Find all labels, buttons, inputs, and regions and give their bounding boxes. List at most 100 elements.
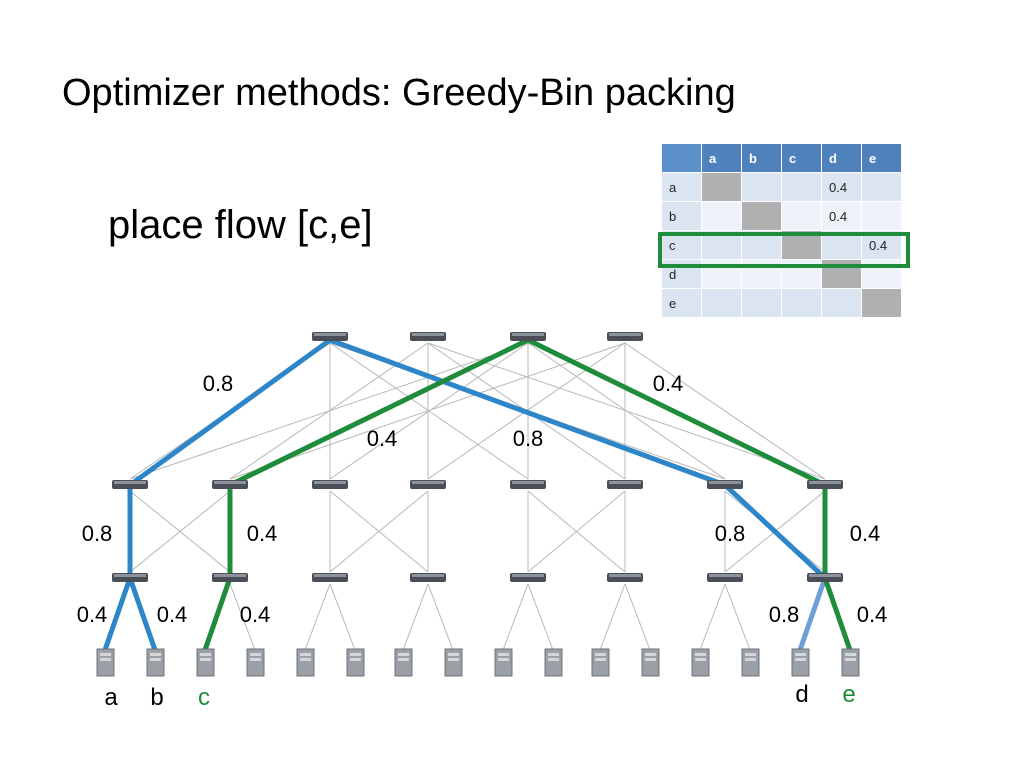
edge-host-link [724, 583, 751, 651]
link-load-label: 0.4 [850, 521, 881, 546]
server-icon-bay [745, 653, 756, 656]
core-agg-link [427, 342, 826, 480]
matrix-cell [861, 288, 902, 318]
matrix-row: e [661, 288, 902, 318]
server-icon-bay [448, 653, 459, 656]
matrix-cell [821, 288, 862, 318]
agg-edge-link [329, 490, 429, 573]
host-label: d [795, 681, 808, 708]
matrix-cell: 0.4 [821, 201, 862, 231]
matrix-col-header: b [741, 143, 782, 173]
matrix-col-header: c [781, 143, 822, 173]
edge-host-link [329, 583, 356, 651]
edge-host-link [624, 583, 651, 651]
matrix-cell [701, 288, 742, 318]
aggregation-switch-top [412, 481, 444, 484]
edge-host-link [229, 583, 256, 651]
server-icon-bay [150, 653, 161, 656]
edge-host-link [502, 583, 529, 651]
core-switch-top [412, 333, 444, 336]
matrix-cell [741, 288, 782, 318]
agg-edge-link [129, 490, 231, 573]
server-icon-bay [745, 658, 756, 661]
matrix-cell [741, 201, 782, 231]
subtitle: place flow [c,e] [108, 203, 373, 247]
matrix-cell [781, 201, 822, 231]
link-load-label: 0.8 [769, 602, 800, 627]
server-icon-bay [398, 658, 409, 661]
matrix-row-header: a [661, 172, 702, 202]
matrix-cell [701, 201, 742, 231]
host-label: b [150, 684, 163, 711]
edge-host-link [599, 583, 626, 651]
matrix-col-header: a [701, 143, 742, 173]
host-label: c [198, 684, 210, 711]
server-icon-bay [498, 653, 509, 656]
server-icon-bay [695, 658, 706, 661]
highlighted-row-box [658, 232, 910, 268]
server-icon-bay [200, 658, 211, 661]
matrix-cell [741, 172, 782, 202]
link-load-label: 0.4 [157, 602, 188, 627]
server-icon-bay [795, 653, 806, 656]
edge-switch-top [214, 574, 246, 577]
matrix-cell [861, 201, 902, 231]
server-icon-bay [645, 653, 656, 656]
link-load-label: 0.8 [203, 371, 234, 396]
core-switch-top [609, 333, 641, 336]
server-icon-bay [448, 658, 459, 661]
edge-switch-top [512, 574, 544, 577]
edge-switch-top [709, 574, 741, 577]
core-agg-link [624, 342, 826, 480]
server-icon-bay [100, 658, 111, 661]
link-load-label: 0.4 [653, 371, 684, 396]
link-load-label: 0.4 [77, 602, 108, 627]
edge-switch-top [114, 574, 146, 577]
server-icon-bay [250, 653, 261, 656]
server-icon-bay [548, 653, 559, 656]
server-icon-bay [150, 658, 161, 661]
slide-title: Optimizer methods: Greedy-Bin packing [62, 72, 736, 114]
agg-edge-link [527, 490, 626, 573]
server-icon-bay [350, 653, 361, 656]
aggregation-switch-top [214, 481, 246, 484]
aggregation-switch-top [512, 481, 544, 484]
matrix-row-header: b [661, 201, 702, 231]
server-icon-bay [300, 653, 311, 656]
edge-host-link [527, 583, 554, 651]
edge-host-link [304, 583, 331, 651]
light-blue-flow-path [797, 577, 828, 651]
matrix-col-header: d [821, 143, 862, 173]
aggregation-switch-top [609, 481, 641, 484]
matrix-row: a 0.4 [661, 172, 902, 202]
link-load-label: 0.8 [513, 426, 544, 451]
edge-switch-top [609, 574, 641, 577]
matrix-cell [701, 172, 742, 202]
aggregation-switch-top [114, 481, 146, 484]
server-icon-bay [498, 658, 509, 661]
server-icon-bay [300, 658, 311, 661]
core-agg-link [329, 342, 529, 480]
server-icon-bay [100, 653, 111, 656]
link-load-label: 0.4 [857, 602, 888, 627]
blue-flow-path [102, 337, 827, 651]
matrix-row: b 0.4 [661, 201, 902, 231]
link-load-label: 0.8 [715, 521, 746, 546]
server-icon-bay [695, 653, 706, 656]
matrix-cell [861, 172, 902, 202]
edge-switch-top [412, 574, 444, 577]
server-icon-bay [845, 653, 856, 656]
edge-switch-top [314, 574, 346, 577]
blue-flow-path [127, 577, 158, 651]
matrix-header-row: a b c d e [661, 143, 902, 173]
link-load-label: 0.4 [240, 602, 271, 627]
host-label: e [842, 681, 855, 708]
traffic-matrix: a b c d e a 0.4 b 0.4 c 0.4 d e [661, 143, 902, 318]
server-icon-bay [595, 653, 606, 656]
link-load-label: 0.8 [82, 521, 113, 546]
server-icon-bay [350, 658, 361, 661]
core-switch-top [314, 333, 346, 336]
server-icon-bay [645, 658, 656, 661]
aggregation-switch-top [314, 481, 346, 484]
